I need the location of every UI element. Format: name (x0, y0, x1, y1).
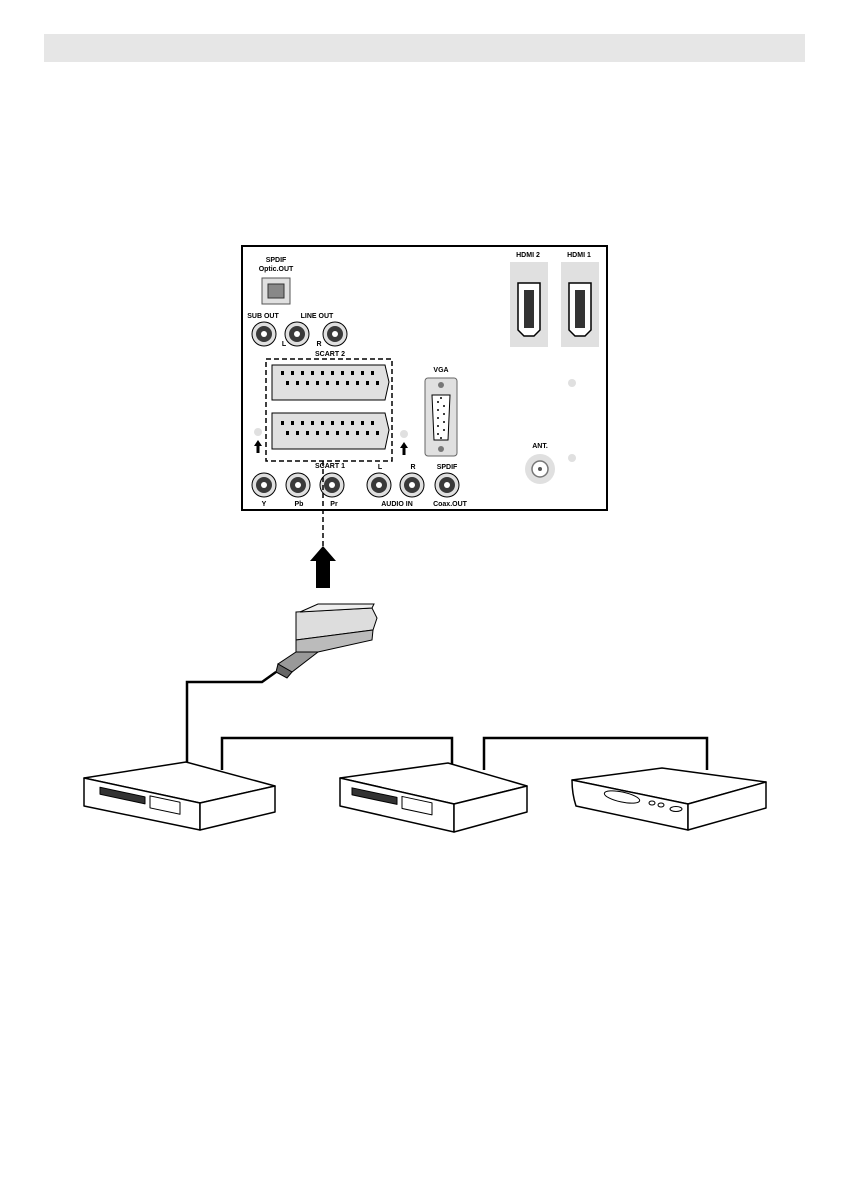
insert-arrow-icon (310, 546, 336, 588)
indicator-dot (254, 428, 262, 436)
device-player-1 (84, 762, 275, 830)
sub-out-jack (252, 322, 276, 346)
scart1-port (272, 413, 389, 449)
scart-cable (187, 672, 276, 770)
scart1-label: SCART 1 (315, 463, 345, 470)
audio-l-label: L (378, 464, 383, 471)
cable-device1-device2 (222, 738, 452, 770)
ant-label: ANT. (532, 443, 548, 450)
line-out-label: LINE OUT (301, 313, 334, 320)
audio-r-label: R (410, 464, 415, 471)
scart2-port (272, 365, 389, 400)
audio-in-l-jack (367, 473, 391, 497)
spdif-coax-label-1: SPDIF (437, 464, 458, 471)
device-receiver (572, 768, 766, 830)
spdif-optic-label-1: SPDIF (266, 257, 287, 264)
vga-label: VGA (433, 367, 448, 374)
scart2-label: SCART 2 (315, 351, 345, 358)
spdif-coax-label-2: Coax.OUT (433, 501, 468, 508)
y-jack (252, 473, 276, 497)
audio-in-label: AUDIO IN (381, 501, 413, 508)
scart-plug (276, 604, 377, 678)
pr-label: Pr (330, 501, 338, 508)
line-out-l-label: L (282, 341, 287, 348)
cable-device2-device3 (484, 738, 707, 770)
line-out-r-jack (323, 322, 347, 346)
line-out-r-label: R (316, 341, 321, 348)
line-out-l-jack (285, 322, 309, 346)
sub-out-label: SUB OUT (247, 313, 279, 320)
indicator-dot (400, 430, 408, 438)
spdif-optic-label-2: Optic.OUT (259, 266, 294, 273)
pb-jack (286, 473, 310, 497)
pb-label: Pb (295, 501, 304, 508)
y-label: Y (262, 501, 267, 508)
hdmi2-label: HDMI 2 (516, 252, 540, 259)
hdmi1-label: HDMI 1 (567, 252, 591, 259)
device-player-2 (340, 763, 527, 832)
audio-in-r-jack (400, 473, 424, 497)
spdif-coax-jack (435, 473, 459, 497)
